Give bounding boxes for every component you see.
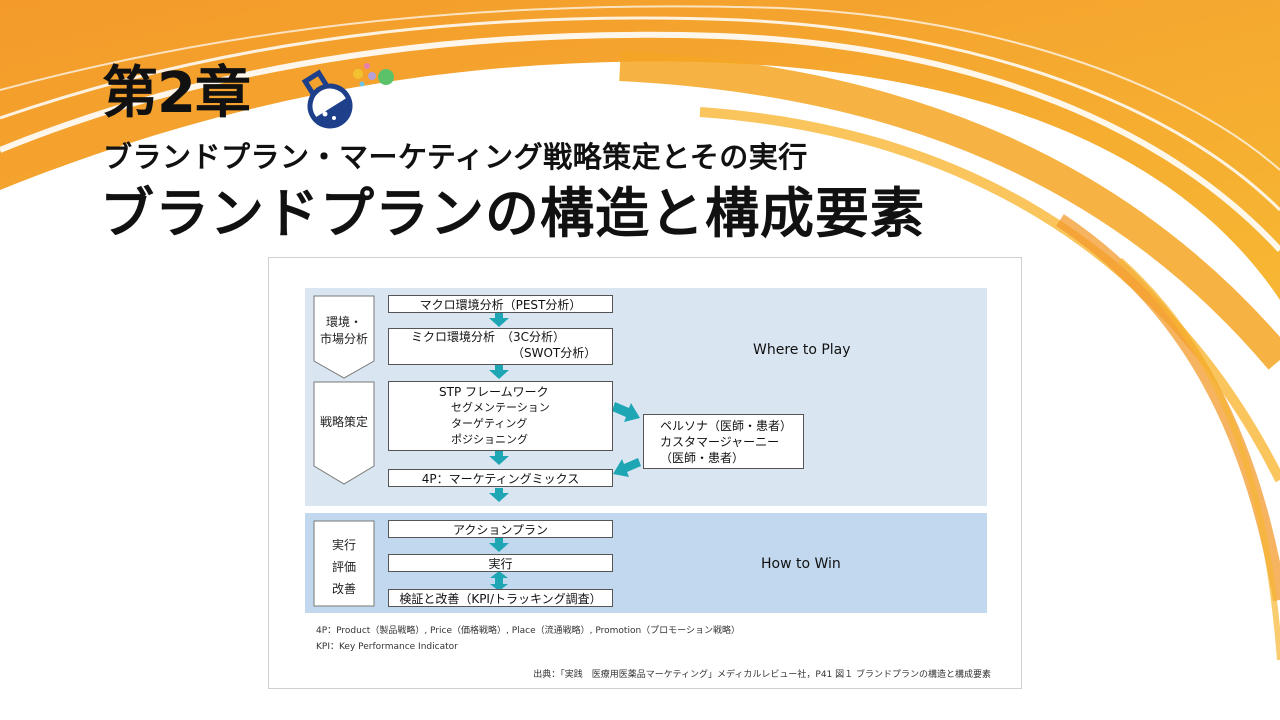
arrow-double-6: [490, 571, 508, 591]
four-p-box: 4P：マーケティングミックス: [388, 469, 613, 487]
stage-shape-analysis: [313, 295, 375, 379]
persona-line: ペルソナ（医師・患者）: [660, 419, 793, 433]
stage-label-line: 戦略策定: [319, 415, 368, 429]
slide-title: ブランドプランの構造と構成要素: [100, 182, 925, 245]
stp-title: STP フレームワーク: [439, 385, 549, 399]
persona-box: ペルソナ（医師・患者） カスタマージャーニー （医師・患者）: [643, 414, 804, 469]
diagram-shapes: [313, 295, 641, 607]
source-citation: 出典：「実践 医療用医薬品マーケティング」メディカルレビュー社，P41 図１ ブ…: [533, 670, 991, 680]
stp-item: セグメンテーション: [451, 401, 550, 414]
stage-label-execution: 実行 評価 改善: [314, 534, 374, 601]
stage-label-line: 環境・: [325, 315, 362, 329]
brand-plan-diagram: 環境・ 市場分析 戦略策定 実行 評価 改善 マクロ環境分析（PEST分析） ミ…: [268, 257, 1022, 689]
flask-icon: [301, 63, 394, 129]
note-kpi: KPI：Key Performance Indicator: [316, 642, 458, 652]
stage-label-line: 評価: [331, 560, 356, 575]
how-to-win-label: How to Win: [761, 556, 841, 572]
arrow-down-2: [489, 365, 509, 379]
stage-label-line: 改善: [331, 582, 356, 597]
action-plan-box: アクションプラン: [388, 520, 613, 538]
chapter-label: 第2章: [102, 61, 251, 126]
flow-arrows: [489, 313, 641, 591]
verify-improve-box: 検証と改善（KPI/トラッキング調査）: [388, 589, 613, 607]
stage-label-line: 実行: [331, 538, 356, 552]
arrow-from-persona: [613, 458, 641, 477]
execution-box: 実行: [388, 554, 613, 572]
stp-item: ポジショニング: [451, 433, 528, 446]
stage-label-line: 市場分析: [319, 332, 368, 347]
stage-shape-strategy: [313, 381, 375, 485]
stage-label-strategy: 戦略策定: [314, 414, 374, 431]
note-4p: 4P：Product（製品戦略）, Price（価格戦略）, Place（流通戦…: [316, 626, 740, 636]
persona-line: カスタマージャーニー: [660, 435, 780, 449]
stage-shape-execution: [313, 520, 375, 607]
slide-subtitle: ブランドプラン・マーケティング戦略策定とその実行: [103, 140, 808, 174]
arrow-to-persona: [612, 402, 640, 422]
persona-line: （医師・患者）: [660, 451, 745, 465]
arrow-down-5: [489, 538, 509, 552]
where-to-play-label: Where to Play: [753, 342, 851, 358]
stp-framework-box: STP フレームワーク セグメンテーション ターゲティング ポジショニング: [388, 381, 613, 451]
arrow-down-3: [489, 451, 509, 465]
micro-analysis-box: ミクロ環境分析 （3C分析） （SWOT分析）: [388, 328, 613, 365]
stage-label-analysis: 環境・ 市場分析: [314, 314, 374, 349]
arrow-down-1: [489, 313, 509, 327]
macro-analysis-box: マクロ環境分析（PEST分析）: [388, 295, 613, 313]
arrow-down-4: [489, 488, 509, 502]
micro-analysis-line-2: （SWOT分析）: [512, 346, 597, 360]
stp-item: ターゲティング: [451, 417, 528, 430]
micro-analysis-line-1: ミクロ環境分析 （3C分析）: [411, 330, 566, 344]
